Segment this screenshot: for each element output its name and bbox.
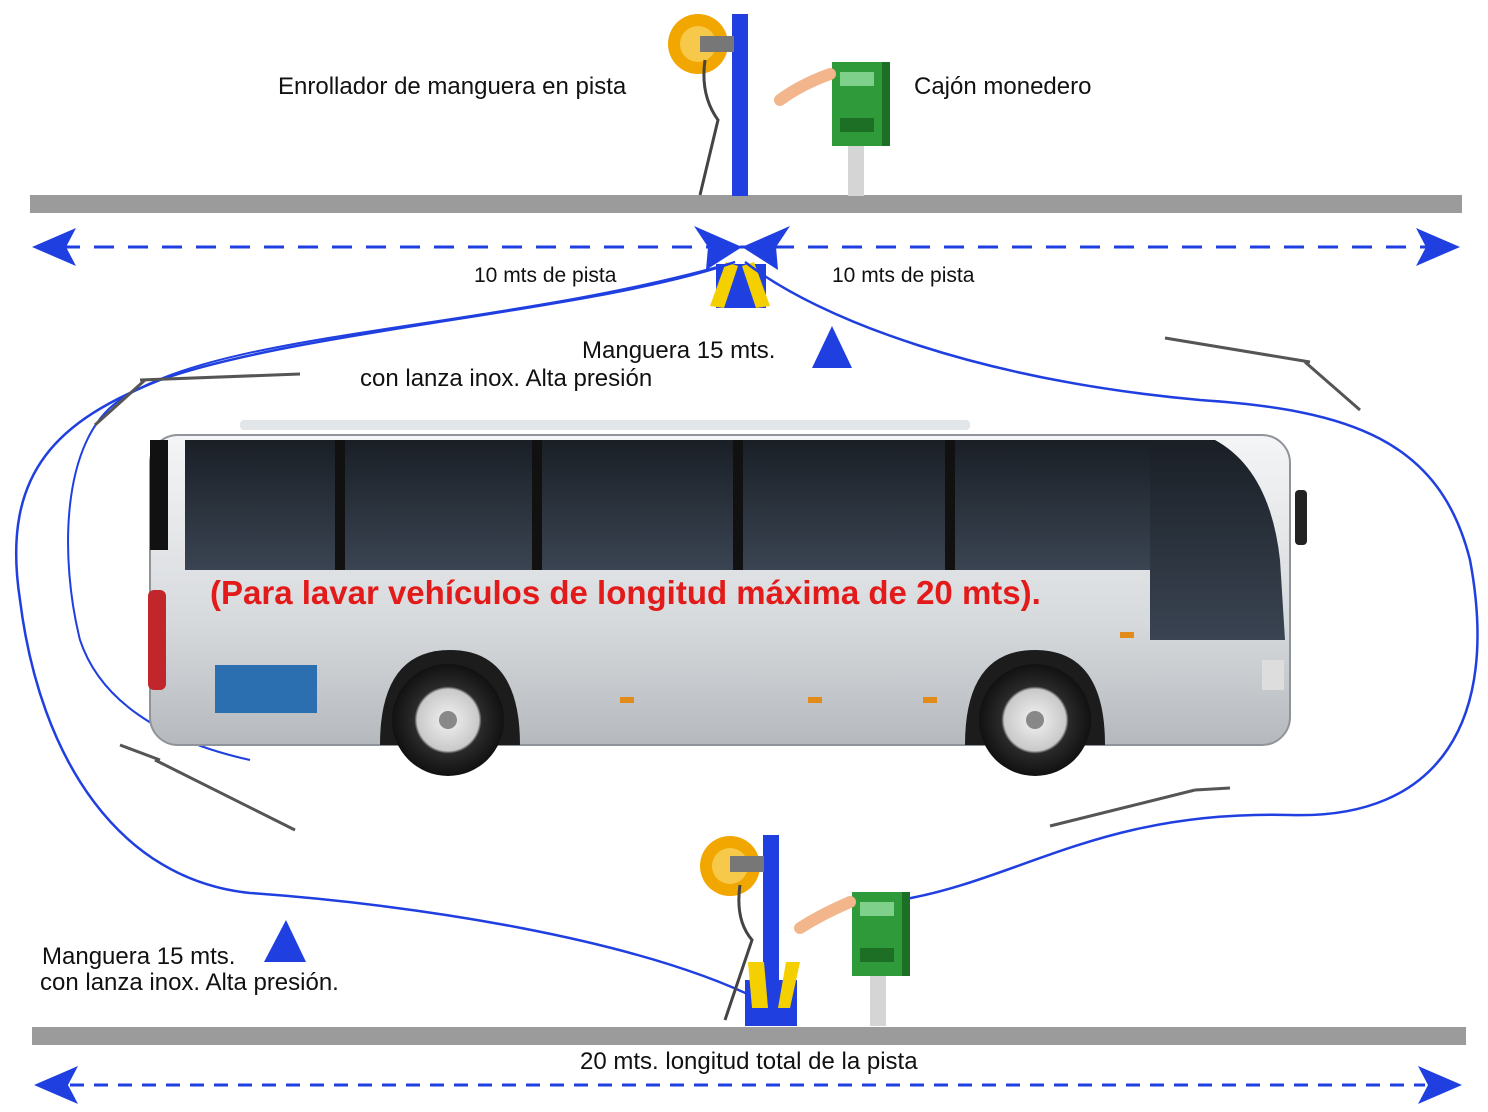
hose-left-loop bbox=[14, 260, 761, 1002]
total-length-label: 20 mts. longitud total de la pista bbox=[580, 1048, 918, 1075]
top-hose-outlet bbox=[710, 262, 770, 308]
hose-right-loop bbox=[744, 261, 1479, 902]
bottom-track-bar bbox=[32, 1027, 1466, 1045]
hose-reel-label: Enrollador de manguera en pista bbox=[278, 73, 627, 100]
hose-top-line1: Manguera 15 mts. bbox=[582, 337, 776, 364]
bottom-hose-reel bbox=[700, 836, 764, 1021]
track-left-label: 10 mts de pista bbox=[474, 264, 617, 287]
top-arrow-right bbox=[1416, 228, 1460, 266]
track-right-label: 10 mts de pista bbox=[832, 264, 975, 287]
bottom-up-arrow bbox=[264, 920, 306, 962]
top-up-arrow bbox=[812, 326, 852, 368]
lance-top-left bbox=[93, 372, 301, 427]
top-hose-reel bbox=[668, 14, 734, 196]
top-arrow-center-right bbox=[742, 226, 790, 270]
top-arrow-left bbox=[32, 228, 76, 266]
bottom-hose-outlet bbox=[745, 962, 800, 1026]
lance-bottom-left bbox=[119, 743, 296, 832]
bottom-arrow-left bbox=[34, 1066, 78, 1104]
bottom-arrow-right bbox=[1418, 1066, 1462, 1104]
top-track-bar bbox=[30, 195, 1462, 213]
top-arrow-center-left bbox=[694, 226, 742, 270]
hose-bottom-line2: con lanza inox. Alta presión. bbox=[40, 969, 339, 996]
hose-left-inner bbox=[67, 261, 736, 761]
top-coin-box bbox=[774, 62, 890, 196]
bottom-pole bbox=[763, 835, 779, 1005]
lance-top-right bbox=[1164, 336, 1361, 412]
bus bbox=[148, 420, 1307, 776]
top-pole bbox=[732, 14, 748, 196]
bottom-coin-box bbox=[794, 892, 910, 1026]
coin-box-label: Cajón monedero bbox=[914, 73, 1092, 100]
lance-bottom-right bbox=[1049, 786, 1231, 828]
bus-note: (Para lavar vehículos de longitud máxima… bbox=[210, 574, 1041, 611]
hose-top-line2: con lanza inox. Alta presión bbox=[360, 365, 653, 392]
hose-bottom-line1: Manguera 15 mts. bbox=[42, 943, 236, 970]
